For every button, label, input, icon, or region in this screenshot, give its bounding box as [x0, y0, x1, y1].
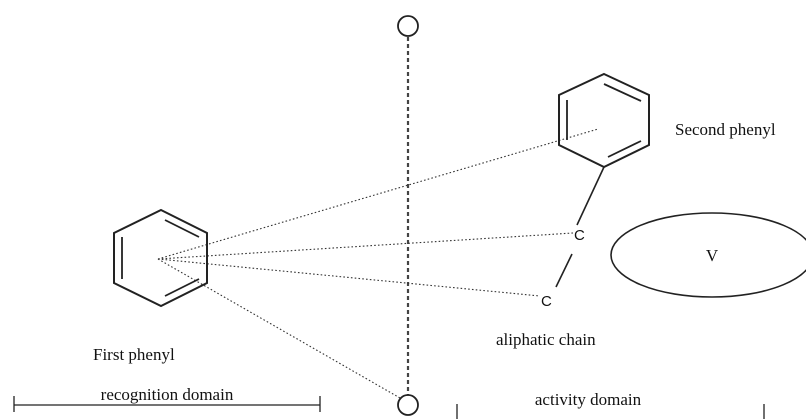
second-phenyl-ring: [558, 72, 650, 169]
second-phenyl-label: Second phenyl: [675, 120, 776, 139]
activity-domain-bracket: [456, 404, 765, 419]
axis-top-circle: [397, 15, 419, 37]
distance-line-second-phenyl: [157, 128, 599, 260]
activity-domain-label: activity domain: [535, 390, 642, 409]
chain-cc-bond: [555, 253, 573, 288]
aliphatic-chain-label: aliphatic chain: [496, 330, 596, 349]
atom-c-upper: C: [574, 227, 585, 244]
v-label: V: [706, 246, 719, 265]
atom-c-lower: C: [541, 293, 552, 310]
v-ellipse: [610, 212, 806, 298]
first-phenyl-ring: [113, 208, 208, 308]
recognition-domain-label: recognition domain: [101, 385, 234, 404]
phenyl-chain-bond: [576, 166, 605, 226]
distance-line-upper-c: [157, 232, 574, 260]
distance-line-bottom-circle: [157, 258, 401, 399]
recognition-domain-bracket: [13, 396, 321, 412]
first-phenyl-label: First phenyl: [93, 345, 175, 364]
axis-bottom-circle: [397, 394, 419, 416]
distance-line-lower-c: [157, 258, 541, 297]
